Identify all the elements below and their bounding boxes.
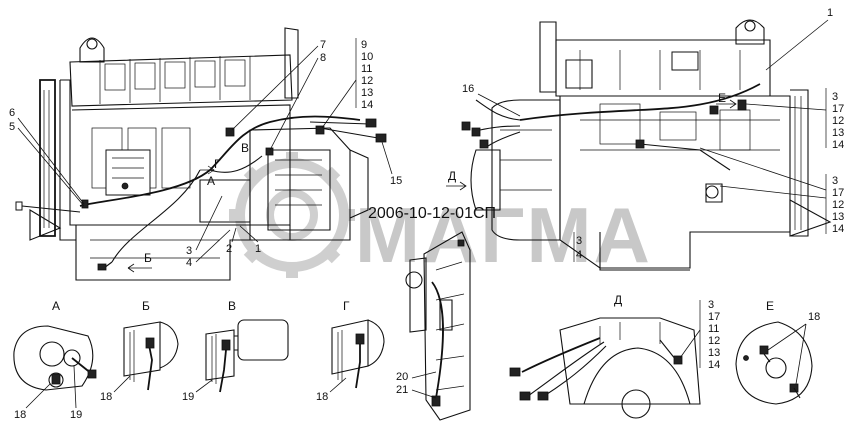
stack-top-5: 14 [832, 139, 844, 151]
view-mark-a: А [207, 174, 215, 188]
view-mark-b: Б [144, 251, 152, 265]
detail-g: Г 18 [316, 299, 385, 403]
callout-10: 10 [361, 51, 373, 63]
drawing-code: 2006-10-12-01СП [368, 205, 496, 222]
left-callouts: 6 5 7 8 9 10 11 12 13 14 15 3 4 2 1 А В … [9, 38, 402, 273]
callout-12: 12 [361, 75, 373, 87]
callout-16: 16 [462, 83, 474, 95]
view-mark-g: Г [214, 157, 221, 171]
detail-a-label-19: 19 [70, 409, 82, 421]
detail-b-title: Б [142, 299, 150, 313]
stack-mid-4: 13 [832, 211, 844, 223]
callout-3: 3 [186, 245, 192, 257]
detail-e-title: Е [766, 299, 774, 313]
detail-e-label-18: 18 [808, 311, 820, 323]
detail-b: Б 18 [100, 299, 179, 403]
detail-g-title: Г [343, 299, 350, 313]
detail-v-label-19: 19 [182, 391, 194, 403]
detail-d-label-3: 3 [708, 299, 714, 311]
callout-4: 4 [186, 257, 192, 269]
callout-11: 11 [361, 63, 372, 75]
callout-15: 15 [390, 175, 402, 187]
detail-d-label-17: 17 [708, 311, 720, 323]
stack-low-1: 3 [576, 235, 582, 247]
watermark: МАГМА 2006-10-12-01СП [229, 152, 652, 279]
detail-d-label-14: 14 [708, 359, 720, 371]
callout-14: 14 [361, 99, 373, 111]
detail-a: А 18 19 [13, 299, 97, 421]
detail-d: Д 3 17 11 12 13 14 [509, 293, 720, 419]
detail-a-title: А [52, 299, 60, 313]
callout-8: 8 [320, 52, 326, 64]
stack-top-2: 17 [832, 103, 844, 115]
detail-b-label-18: 18 [100, 391, 112, 403]
stack-low-2: 4 [576, 249, 582, 261]
gear-logo-icon [229, 152, 355, 278]
detail-d-title: Д [614, 293, 622, 307]
watermark-brand: МАГМА [355, 191, 652, 279]
callout-21: 21 [396, 384, 408, 396]
callout-9: 9 [361, 39, 367, 51]
callout-6: 6 [9, 107, 15, 119]
callout-2: 2 [226, 243, 232, 255]
detail-d-label-12: 12 [708, 335, 720, 347]
view-mark-e: Е [718, 91, 726, 105]
callout-20: 20 [396, 371, 408, 383]
stack-mid-1: 3 [832, 175, 838, 187]
callout-1: 1 [255, 243, 261, 255]
stack-mid-2: 17 [832, 187, 844, 199]
stack-mid-5: 14 [832, 223, 844, 235]
right-callouts: 1 16 Е 3 17 12 13 14 3 17 12 13 14 Д 3 4 [446, 7, 844, 262]
callout-13: 13 [361, 87, 373, 99]
front-callouts: 20 21 [396, 371, 437, 399]
detail-d-label-13: 13 [708, 347, 720, 359]
callout-5: 5 [9, 121, 15, 133]
left-engine-view [15, 27, 387, 281]
stack-top-4: 13 [832, 127, 844, 139]
callout-7: 7 [320, 39, 326, 51]
front-engine-view [405, 231, 471, 421]
view-mark-v: В [241, 141, 249, 155]
detail-g-label-18: 18 [316, 391, 328, 403]
detail-e: Е 18 [735, 299, 820, 405]
detail-v: В 19 [182, 299, 289, 403]
right-engine-view [461, 19, 832, 271]
detail-d-label-11: 11 [708, 323, 719, 335]
stack-top-1: 3 [832, 91, 838, 103]
detail-a-label-18: 18 [14, 409, 26, 421]
stack-mid-3: 12 [832, 199, 844, 211]
detail-v-title: В [228, 299, 236, 313]
stack-top-3: 12 [832, 115, 844, 127]
view-mark-d: Д [448, 169, 456, 183]
callout-r1: 1 [827, 7, 833, 19]
